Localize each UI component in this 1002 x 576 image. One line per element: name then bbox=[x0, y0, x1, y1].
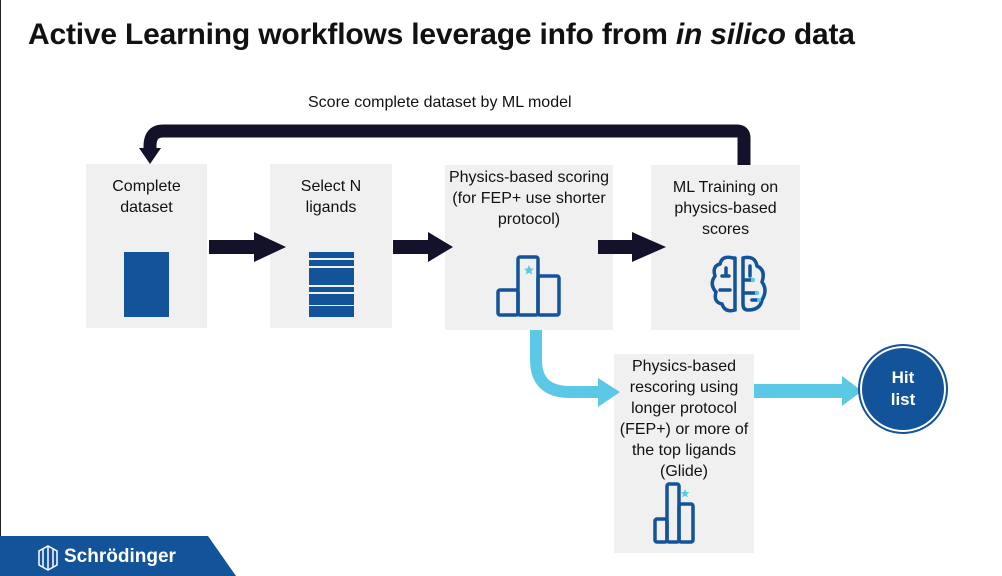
arrow-3-to-5 bbox=[530, 330, 600, 398]
star-icon bbox=[680, 489, 690, 498]
podium-chart-icon bbox=[496, 255, 561, 317]
slide-edge bbox=[0, 0, 1, 576]
dataset-icon bbox=[124, 252, 169, 317]
arrow-3-to-4 bbox=[598, 232, 666, 262]
arrow-1-to-2 bbox=[209, 232, 286, 262]
brain-icon bbox=[710, 255, 767, 313]
brand-bar bbox=[0, 536, 236, 576]
step-physics-scoring: Physics-based scoring (for FEP+ use shor… bbox=[445, 165, 613, 330]
step-ml-training: ML Training on physics-based scores bbox=[651, 165, 800, 330]
loop-arrowhead bbox=[139, 148, 161, 164]
hit-list-badge: Hit list bbox=[862, 348, 944, 430]
star-icon bbox=[524, 265, 534, 275]
loop-label: Score complete dataset by ML model bbox=[308, 94, 572, 111]
slide-title: Active Learning workflows leverage info … bbox=[28, 18, 855, 51]
podium-chart-icon bbox=[653, 482, 695, 544]
schrodinger-logo-icon bbox=[38, 545, 58, 571]
step-rescoring: Physics-based rescoring using longer pro… bbox=[614, 354, 754, 553]
arrow-5-to-hit bbox=[754, 376, 862, 406]
loop-arrow bbox=[143, 124, 751, 165]
arrow-2-to-3 bbox=[393, 232, 453, 262]
ligand-list-icon bbox=[309, 252, 354, 317]
step-select-ligands: Select N ligands bbox=[270, 164, 392, 328]
brand-name: Schrödinger bbox=[64, 546, 176, 567]
